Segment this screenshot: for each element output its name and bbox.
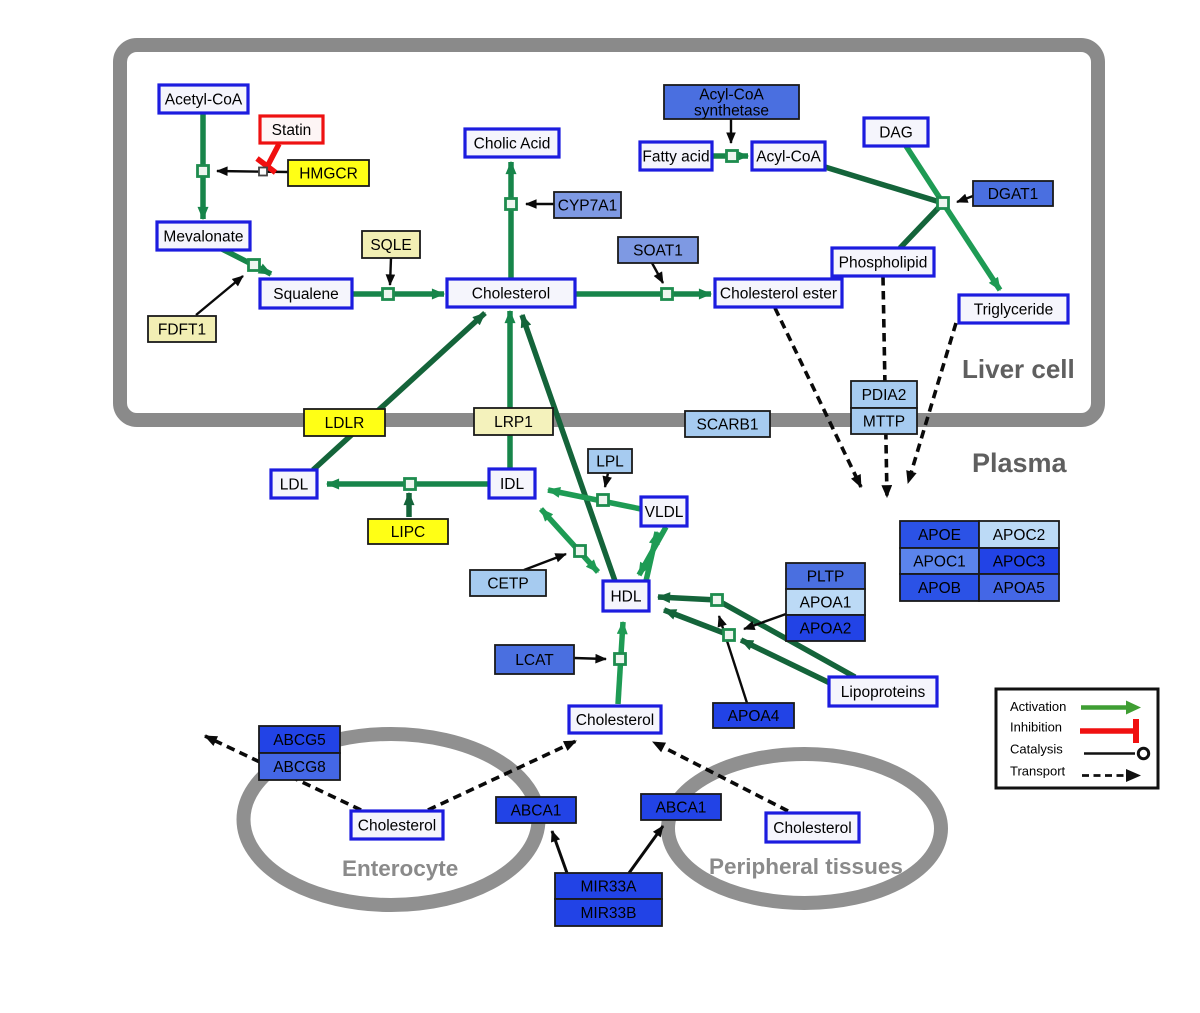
svg-text:ABCA1: ABCA1 (511, 803, 562, 820)
svg-text:LDL: LDL (280, 477, 309, 494)
svg-text:Acyl-CoA: Acyl-CoA (699, 87, 764, 104)
svg-text:DGAT1: DGAT1 (988, 186, 1039, 203)
svg-text:Cholic Acid: Cholic Acid (474, 136, 551, 153)
svg-text:APOA2: APOA2 (800, 621, 852, 638)
svg-text:LDLR: LDLR (325, 415, 365, 432)
svg-text:Inhibition: Inhibition (1010, 720, 1062, 735)
svg-text:VLDL: VLDL (645, 504, 684, 521)
svg-text:LPL: LPL (596, 454, 624, 471)
svg-text:Activation: Activation (1010, 699, 1066, 714)
svg-text:Transport: Transport (1010, 764, 1066, 779)
svg-text:ABCG5: ABCG5 (273, 732, 326, 749)
svg-text:APOC3: APOC3 (993, 554, 1046, 571)
svg-text:APOE: APOE (918, 527, 961, 544)
svg-text:Cholesterol ester: Cholesterol ester (720, 286, 837, 303)
svg-text:APOA5: APOA5 (993, 580, 1045, 597)
svg-text:HMGCR: HMGCR (299, 166, 358, 183)
svg-text:IDL: IDL (500, 476, 525, 493)
svg-text:Triglyceride: Triglyceride (974, 302, 1054, 319)
svg-text:SQLE: SQLE (370, 237, 411, 254)
svg-text:Phospholipid: Phospholipid (839, 255, 928, 272)
svg-text:HDL: HDL (610, 589, 641, 606)
svg-text:Peripheral tissues: Peripheral tissues (709, 854, 903, 879)
svg-text:LIPC: LIPC (391, 524, 425, 541)
svg-text:synthetase: synthetase (694, 103, 769, 120)
svg-text:Cholesterol: Cholesterol (358, 818, 436, 835)
svg-text:Plasma: Plasma (972, 448, 1068, 478)
svg-text:ABCA1: ABCA1 (656, 800, 707, 817)
svg-text:Catalysis: Catalysis (1010, 742, 1063, 757)
svg-text:DAG: DAG (879, 125, 913, 142)
svg-text:FDFT1: FDFT1 (158, 322, 206, 339)
svg-text:LCAT: LCAT (515, 652, 554, 669)
svg-text:SOAT1: SOAT1 (633, 243, 683, 260)
svg-text:Lipoproteins: Lipoproteins (841, 684, 926, 701)
svg-text:Cholesterol: Cholesterol (472, 286, 550, 303)
svg-text:Squalene: Squalene (273, 286, 339, 303)
svg-text:APOA4: APOA4 (728, 708, 780, 725)
svg-text:APOB: APOB (918, 580, 961, 597)
svg-text:CETP: CETP (487, 576, 528, 593)
svg-text:ABCG8: ABCG8 (273, 759, 326, 776)
svg-text:MTTP: MTTP (863, 414, 905, 431)
svg-text:Statin: Statin (272, 122, 312, 139)
svg-text:CYP7A1: CYP7A1 (558, 198, 617, 215)
svg-text:LRP1: LRP1 (494, 414, 533, 431)
svg-text:APOC1: APOC1 (913, 554, 966, 571)
svg-text:Enterocyte: Enterocyte (342, 856, 458, 881)
svg-text:MIR33A: MIR33A (581, 879, 638, 896)
svg-text:PLTP: PLTP (807, 569, 845, 586)
svg-text:Acyl-CoA: Acyl-CoA (756, 149, 821, 166)
svg-text:Mevalonate: Mevalonate (163, 229, 243, 246)
svg-text:Fatty acid: Fatty acid (642, 149, 709, 166)
svg-text:MIR33B: MIR33B (581, 905, 637, 922)
svg-text:Cholesterol: Cholesterol (773, 820, 851, 837)
svg-text:Liver cell: Liver cell (962, 354, 1075, 384)
svg-text:Cholesterol: Cholesterol (576, 712, 654, 729)
svg-text:Acetyl-CoA: Acetyl-CoA (165, 92, 243, 109)
svg-text:APOC2: APOC2 (993, 527, 1046, 544)
svg-text:PDIA2: PDIA2 (862, 387, 907, 404)
svg-text:SCARB1: SCARB1 (696, 417, 758, 434)
svg-text:APOA1: APOA1 (800, 595, 852, 612)
